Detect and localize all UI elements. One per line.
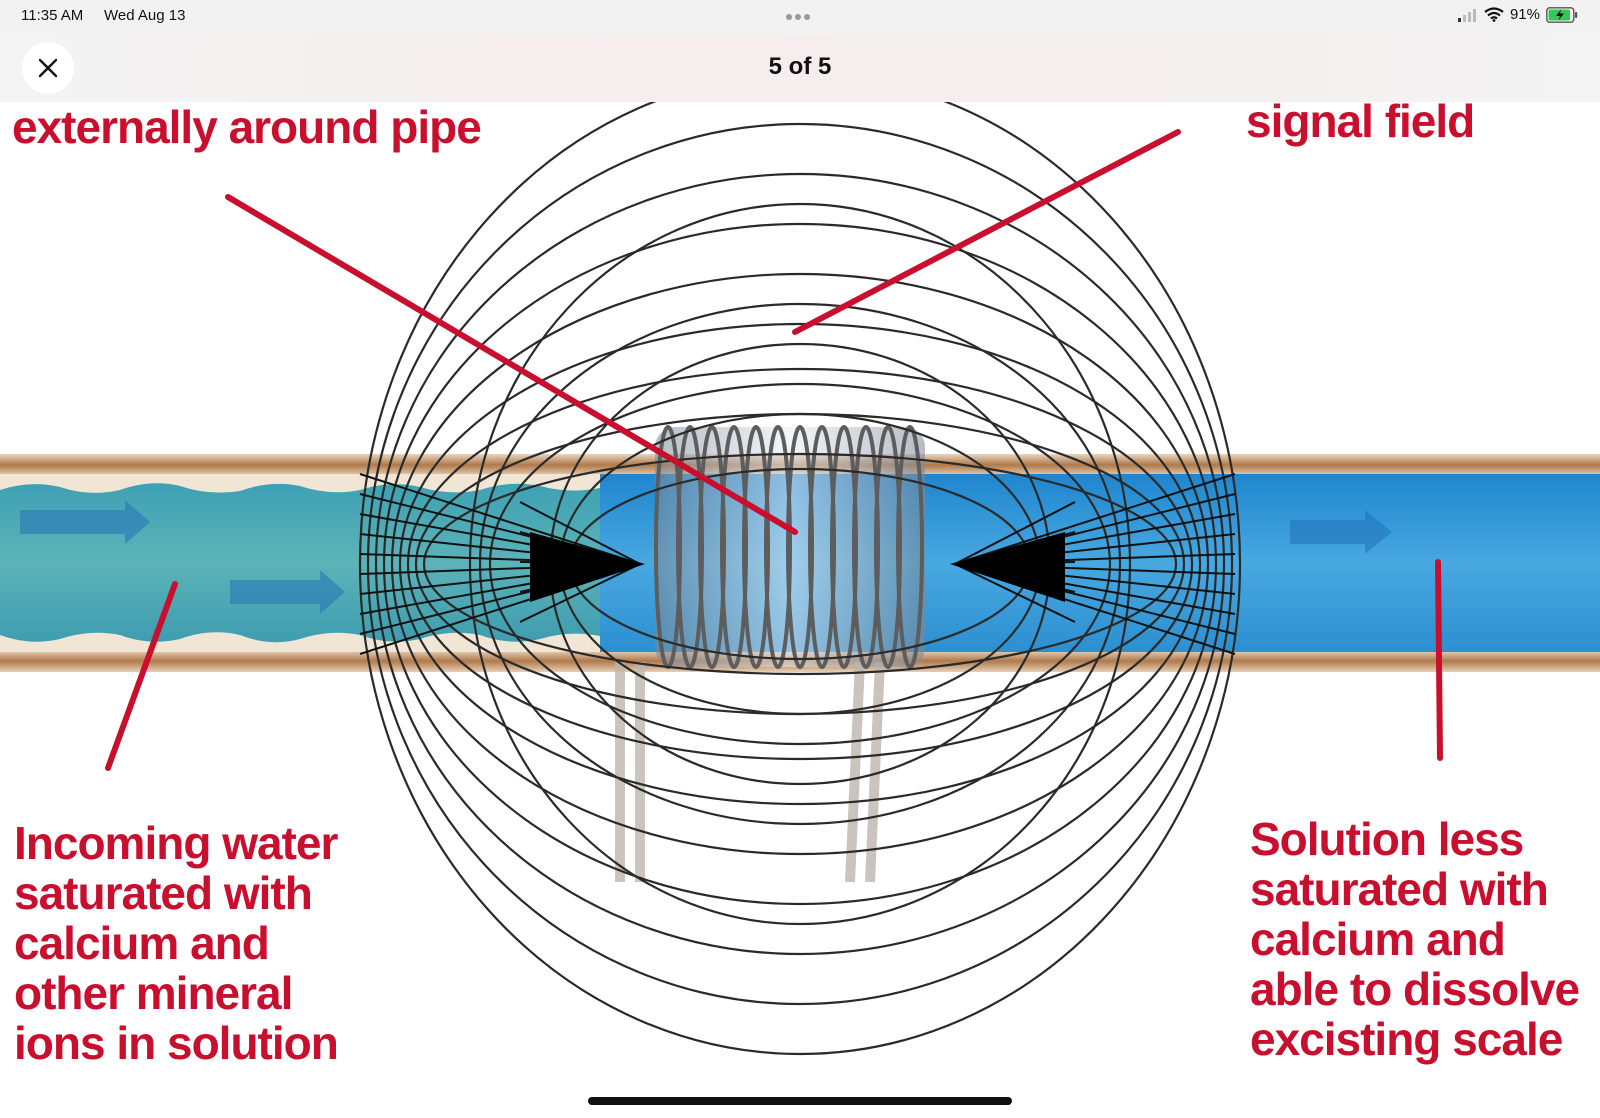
label-incoming-water-line: saturated with (14, 868, 338, 918)
label-incoming-water-line: Incoming water (14, 818, 338, 868)
label-incoming-water-line: other mineral (14, 968, 338, 1018)
page-counter: 5 of 5 (700, 53, 900, 81)
label-treated-solution-line: excisting scale (1250, 1014, 1579, 1064)
close-button[interactable] (22, 42, 74, 94)
status-time: 11:35 AM (21, 7, 83, 24)
coil-leads (620, 662, 880, 882)
battery-charging-icon (1546, 7, 1578, 23)
label-treated-solution-line: calcium and (1250, 914, 1579, 964)
label-treated-solution: Solution less saturated with calcium and… (1250, 814, 1579, 1064)
label-incoming-water-line: ions in solution (14, 1018, 338, 1068)
magnetic-water-treatment-diagram: externally around pipe signal field Inco… (0, 102, 1600, 1092)
home-indicator[interactable] (588, 1097, 1012, 1105)
cellular-signal-icon (1458, 8, 1478, 22)
label-coil-externally-around-pipe: externally around pipe (12, 102, 481, 152)
viewer-nav-bar: 5 of 5 (0, 34, 1600, 102)
label-treated-solution-line: able to dissolve (1250, 964, 1579, 1014)
label-treated-solution-line: Solution less (1250, 814, 1579, 864)
coil (655, 427, 925, 667)
close-icon (37, 57, 59, 79)
wifi-icon (1484, 7, 1504, 22)
label-incoming-water-line: calcium and (14, 918, 338, 968)
status-indicators: 91% (1458, 6, 1578, 23)
status-bar: 11:35 AM Wed Aug 13 91% (0, 0, 1600, 34)
label-incoming-water: Incoming water saturated with calcium an… (14, 818, 338, 1068)
battery-percent: 91% (1510, 6, 1540, 23)
status-date: Wed Aug 13 (104, 7, 185, 24)
label-signal-field: signal field (1246, 102, 1474, 146)
label-treated-solution-line: saturated with (1250, 864, 1579, 914)
multitasking-dots-icon[interactable] (784, 7, 811, 24)
